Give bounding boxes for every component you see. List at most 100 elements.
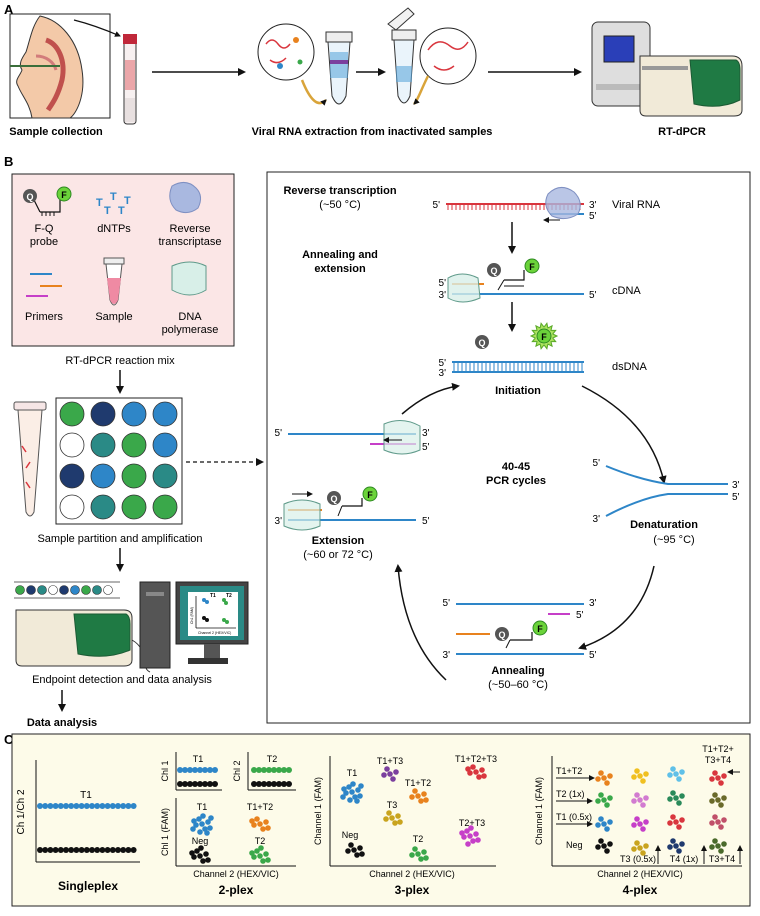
fourplex-t4-1x: T4 (1x): [670, 854, 699, 864]
rna-extraction-illustration: [257, 7, 477, 106]
droplet-cluster: [721, 817, 727, 823]
droplet-cluster: [679, 817, 685, 823]
droplet-cluster: [670, 814, 676, 820]
droplet-cluster: [721, 841, 727, 847]
twoplex-ylabel: Chl 1 (FAM): [160, 808, 170, 856]
strip-well: [59, 585, 69, 595]
droplet-cluster: [670, 790, 676, 796]
dna-polymerase-icon: [171, 261, 207, 296]
droplet-cluster: [637, 845, 643, 851]
droplet-cluster: [604, 848, 610, 854]
droplet-cluster: [604, 802, 610, 808]
droplet-t1t3: [393, 769, 399, 775]
cdna-label: cDNA: [612, 285, 641, 297]
droplet-cluster: [709, 798, 715, 804]
droplet-t1: [340, 794, 346, 800]
droplet-t2t3: [473, 831, 479, 837]
pcr-cycle-box: [266, 171, 751, 724]
cdna-duplex: [447, 270, 584, 303]
denaturation-temp: (~95 °C): [653, 534, 694, 546]
droplet-cluster: [643, 819, 649, 825]
droplet-negative: [63, 847, 69, 853]
droplet-t1t2: [257, 821, 263, 827]
droplet-t1: [346, 784, 352, 790]
cycles-line2: PCR cycles: [486, 475, 546, 487]
droplet-positive: [99, 803, 106, 809]
droplet-cluster: [595, 822, 601, 828]
droplet-t2: [286, 767, 292, 773]
droplet-t3: [386, 810, 392, 816]
droplet-cluster: [721, 795, 727, 801]
extension-strands: [283, 420, 421, 531]
twoplex-mini-chl2: [247, 752, 296, 791]
droplet-cluster: [640, 802, 646, 808]
droplet-cluster: [673, 771, 679, 777]
droplet-cluster: [676, 800, 682, 806]
droplet-negative: [52, 847, 59, 853]
droplet-t1: [197, 829, 203, 835]
sample-tube-pink-icon: [103, 257, 125, 306]
droplet-t1t3: [387, 771, 393, 777]
cdna-f-text: F: [529, 262, 535, 272]
droplet-t1t3: [390, 776, 396, 782]
svg-text:T: T: [96, 197, 103, 209]
droplet-negative: [47, 847, 54, 853]
twoplex-t1t2: T1+T2: [247, 802, 273, 812]
droplet-negative: [187, 781, 193, 787]
droplet-t1: [199, 821, 205, 827]
panel-c-label: C: [4, 732, 14, 747]
droplet-t2: [260, 858, 266, 864]
droplet-t1t2t3: [470, 764, 476, 770]
droplet-t1t2: [412, 788, 418, 794]
droplet-t1t2: [418, 798, 424, 804]
droplet-t1t2t3: [479, 767, 485, 773]
droplet-t1: [196, 816, 202, 822]
droplet-cluster: [679, 841, 685, 847]
droplet-t2: [261, 767, 267, 773]
droplet-t1: [191, 818, 197, 824]
fourplex-t2-1x: T2 (1x): [556, 789, 585, 799]
droplet-cluster: [631, 798, 637, 804]
droplet-positive: [83, 803, 90, 809]
ann-5prime-primer: 5': [576, 610, 584, 621]
partition-caption: Sample partition and amplification: [37, 533, 202, 545]
droplet-t1t2: [263, 819, 269, 825]
droplet-cluster: [715, 775, 721, 781]
rt-temp: (~50 °C): [319, 199, 360, 211]
cdna-3prime: 3': [439, 290, 447, 301]
droplet-negative: [104, 847, 111, 853]
droplet-cluster: [595, 776, 601, 782]
droplet-cluster: [670, 766, 676, 772]
fourplex-t3t4: T3+T4: [709, 854, 735, 864]
droplet-positive: [47, 803, 54, 809]
rtdpcr-label: RT-dPCR: [658, 126, 706, 138]
cdna-q-text: Q: [490, 266, 497, 276]
droplet-positive: [57, 803, 64, 809]
droplet-cluster: [643, 771, 649, 777]
fourplex-callout-arrows: [556, 769, 743, 864]
droplet-cluster: [631, 774, 637, 780]
droplet-t2: [265, 857, 271, 863]
threeplex-ylabel: Channel 1 (FAM): [313, 777, 323, 845]
partition-well: [59, 432, 85, 458]
droplet-t1t2t3: [465, 766, 471, 772]
droplet-t1t2: [265, 825, 271, 831]
ann-quencher: [495, 627, 509, 641]
droplet-cluster: [712, 792, 718, 798]
dpcr-instrument-illustration: [591, 21, 743, 117]
droplet-negative: [205, 857, 211, 863]
droplet-cluster: [607, 841, 613, 847]
droplet-positive: [52, 803, 59, 809]
droplet-negative: [256, 781, 262, 787]
probe-f-glyph: F: [61, 190, 67, 200]
droplet-t2: [258, 845, 264, 851]
droplet-cluster: [634, 840, 640, 846]
den-5prime-bottom: 5': [732, 492, 740, 503]
primers-icon: [26, 273, 62, 297]
dsdna-duplex: [452, 361, 584, 373]
droplet-cluster: [607, 773, 613, 779]
droplet-negative: [345, 848, 351, 854]
droplet-negative: [99, 847, 106, 853]
droplet-t2: [423, 855, 429, 861]
droplet-negative: [192, 781, 198, 787]
